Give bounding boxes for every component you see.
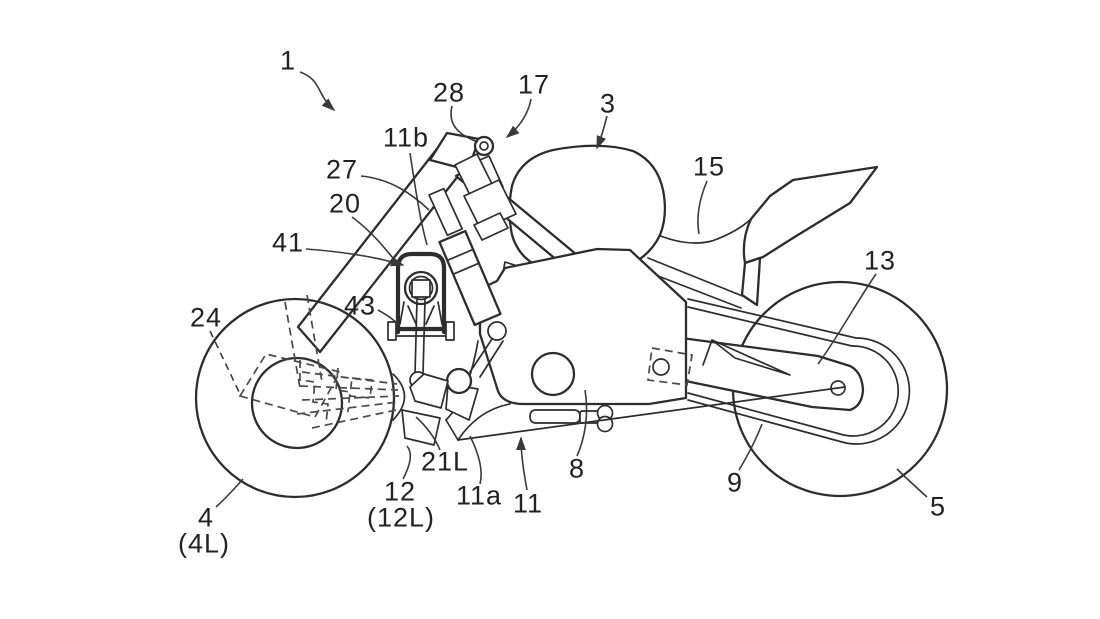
swingarm: [664, 334, 865, 412]
bottom-frame-line: [457, 386, 846, 441]
knuckle-housing: [392, 373, 406, 421]
leader-1: [299, 71, 336, 112]
pivot-hidden: [647, 347, 693, 386]
leader-3: [596, 115, 608, 150]
leader-lines: [209, 71, 928, 508]
leader-12: [402, 445, 412, 480]
front-shock-unit: [428, 187, 507, 395]
leader-13: [817, 273, 877, 365]
lower-frame: [445, 386, 846, 441]
leader-4: [215, 478, 244, 508]
front-wheel: [194, 294, 400, 499]
leader-43: [377, 309, 400, 326]
spring-cartridge: [387, 251, 455, 409]
leader-11b: [409, 152, 428, 246]
leader-11: [516, 436, 528, 491]
steering-arm-plate: [409, 373, 449, 409]
engine-boss: [530, 351, 576, 397]
steering-head: [428, 131, 517, 241]
front-hub: [250, 356, 344, 450]
push-rod: [414, 299, 426, 375]
leader-9: [738, 423, 763, 471]
tail-cowl: [639, 165, 879, 309]
leader-8: [576, 389, 588, 457]
bar-end: [473, 135, 495, 157]
front-tire: [194, 297, 396, 499]
leader-21L: [415, 416, 441, 451]
leader-41: [305, 248, 405, 267]
seat-line: [657, 218, 752, 244]
leader-15: [697, 180, 708, 235]
exhaust-can: [529, 409, 581, 424]
engine-cover: [478, 247, 693, 406]
leader-28: [450, 105, 479, 143]
leader-27: [360, 175, 430, 211]
leader-11a: [469, 435, 482, 485]
leader-5: [896, 468, 928, 498]
leader-17: [505, 98, 532, 139]
